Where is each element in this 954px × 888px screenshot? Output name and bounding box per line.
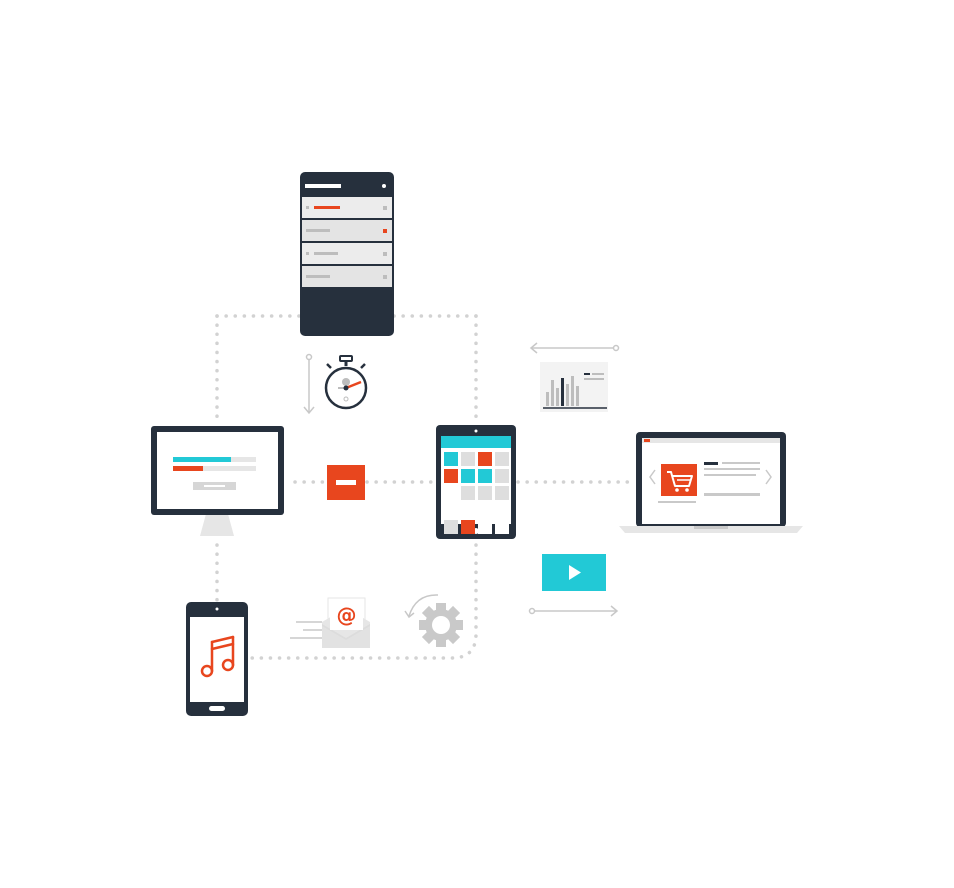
- shopping-cart-icon: [661, 464, 697, 496]
- minus-button-icon: [327, 465, 365, 500]
- music-note-icon: [200, 635, 235, 678]
- server-rack-icon: [300, 172, 394, 336]
- bar-chart-card-icon: [540, 362, 608, 412]
- play-button-icon: [542, 554, 606, 591]
- desktop-monitor-icon: [151, 426, 284, 536]
- laptop-shop-icon: [619, 432, 803, 533]
- connector-lines: [215, 314, 630, 660]
- smartphone-music-icon: [186, 602, 248, 716]
- stopwatch-icon: [324, 355, 368, 410]
- tablet-calendar-icon: [436, 425, 516, 539]
- email-envelope-icon: @: [322, 597, 370, 648]
- flow-arrows: [290, 342, 620, 639]
- gear-icon: [404, 594, 463, 647]
- svg-text:@: @: [337, 603, 357, 627]
